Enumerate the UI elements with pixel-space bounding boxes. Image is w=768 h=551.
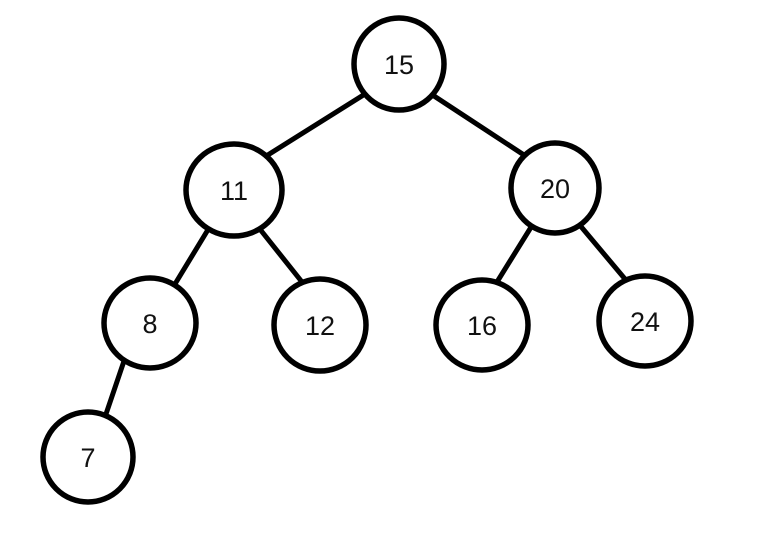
node-circle-11[interactable] (183, 141, 285, 239)
edges-group (102, 91, 628, 420)
tree-edge-15-20 (428, 91, 530, 160)
node-circle-16[interactable] (433, 277, 531, 373)
tree-edge-20-24 (575, 220, 628, 282)
tree-edge-8-7 (102, 358, 127, 420)
tree-node-16[interactable]: 16 (433, 277, 531, 373)
tree-node-7[interactable]: 7 (40, 409, 136, 505)
tree-node-24[interactable]: 24 (596, 273, 694, 369)
node-circle-8[interactable] (101, 275, 199, 371)
node-circle-20[interactable] (508, 140, 602, 236)
node-circle-12[interactable] (271, 276, 369, 374)
tree-node-12[interactable]: 12 (271, 276, 369, 374)
tree-edge-11-12 (256, 225, 305, 285)
tree-edge-11-8 (172, 225, 212, 287)
node-circle-15[interactable] (351, 15, 447, 113)
node-circle-24[interactable] (596, 273, 694, 369)
tree-edge-15-11 (260, 91, 368, 161)
tree-node-20[interactable]: 20 (508, 140, 602, 236)
node-circle-7[interactable] (40, 409, 136, 505)
nodes-group: 15 11 20 8 12 16 24 7 (40, 15, 694, 505)
tree-edge-20-16 (494, 221, 536, 285)
tree-node-15[interactable]: 15 (351, 15, 447, 113)
tree-node-11[interactable]: 11 (183, 141, 285, 239)
tree-node-8[interactable]: 8 (101, 275, 199, 371)
